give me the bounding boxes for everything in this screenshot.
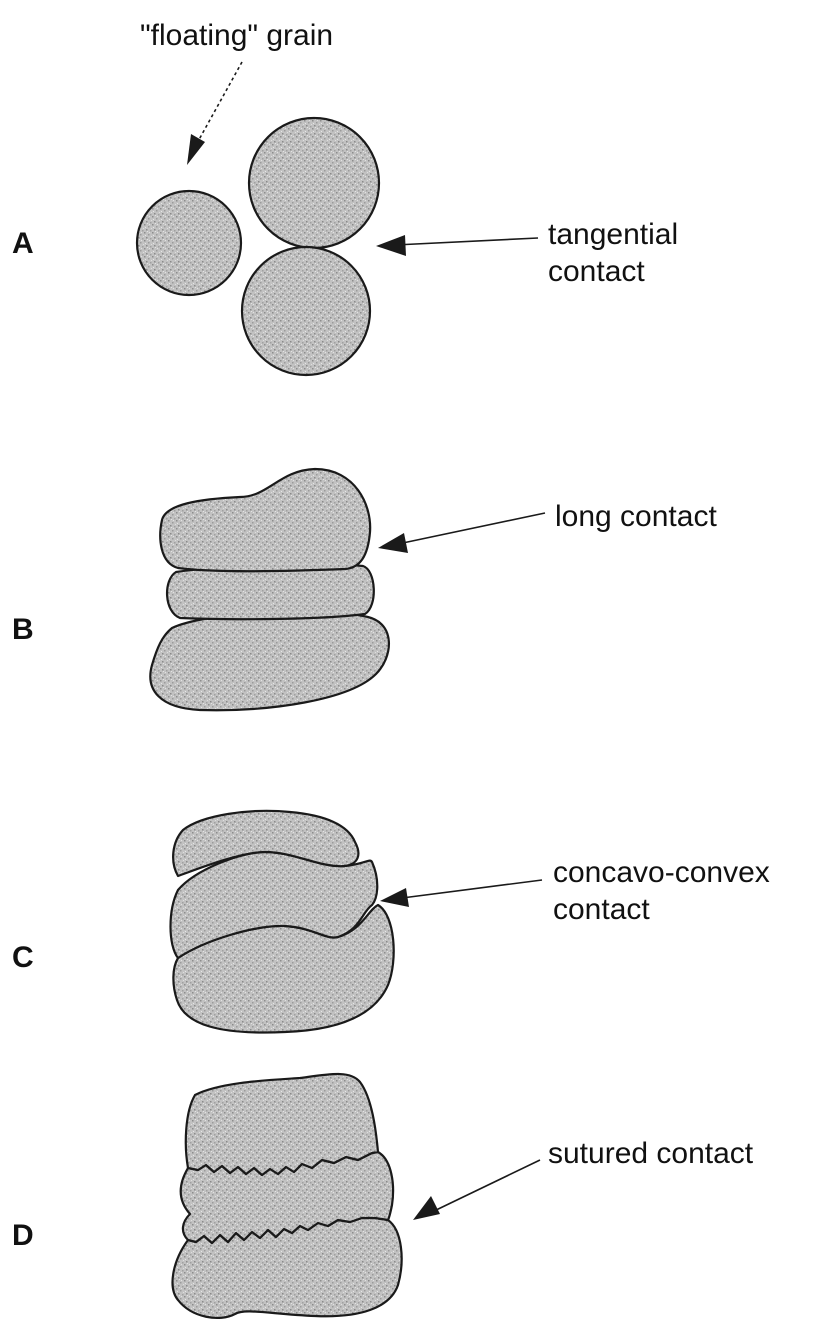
lower-grain bbox=[242, 247, 370, 375]
long-contact-arrowhead bbox=[378, 533, 408, 553]
panel-a: A "floating" grain tangential contact bbox=[12, 19, 678, 375]
concavo-convex-arrow bbox=[402, 880, 542, 898]
long-contact-label: long contact bbox=[555, 500, 717, 533]
tangential-label-line1: tangential bbox=[548, 218, 678, 251]
sutured-contact-label: sutured contact bbox=[548, 1137, 754, 1170]
panel-b: B long contact bbox=[12, 469, 717, 710]
concavo-convex-label-line1: concavo-convex bbox=[553, 856, 770, 889]
sutured-contact-arrow bbox=[432, 1160, 540, 1212]
long-contact-arrow bbox=[398, 513, 545, 544]
panel-letter-c: C bbox=[12, 941, 34, 974]
panel-letter-d: D bbox=[12, 1219, 34, 1252]
panel-c: C concavo-convex contact bbox=[12, 811, 770, 1033]
floating-grain-label: "floating" grain bbox=[140, 19, 333, 52]
long-contact-grain-top bbox=[160, 469, 370, 571]
panel-letter-a: A bbox=[12, 227, 34, 260]
upper-grain bbox=[249, 118, 379, 248]
tangential-arrow bbox=[395, 238, 538, 245]
floating-grain bbox=[137, 191, 241, 295]
long-contact-grain-middle bbox=[167, 564, 374, 619]
sutured-contact-arrowhead bbox=[413, 1196, 440, 1220]
panel-d: D sutured contact bbox=[12, 1074, 754, 1318]
tangential-arrowhead bbox=[376, 235, 406, 256]
floating-grain-arrowhead bbox=[187, 134, 205, 165]
tangential-label-line2: contact bbox=[548, 255, 645, 288]
concavo-convex-label-line2: contact bbox=[553, 893, 650, 926]
panel-letter-b: B bbox=[12, 613, 34, 646]
long-contact-grain-bottom bbox=[150, 611, 389, 710]
floating-grain-arrow bbox=[196, 62, 242, 145]
concavo-convex-arrowhead bbox=[380, 888, 409, 907]
